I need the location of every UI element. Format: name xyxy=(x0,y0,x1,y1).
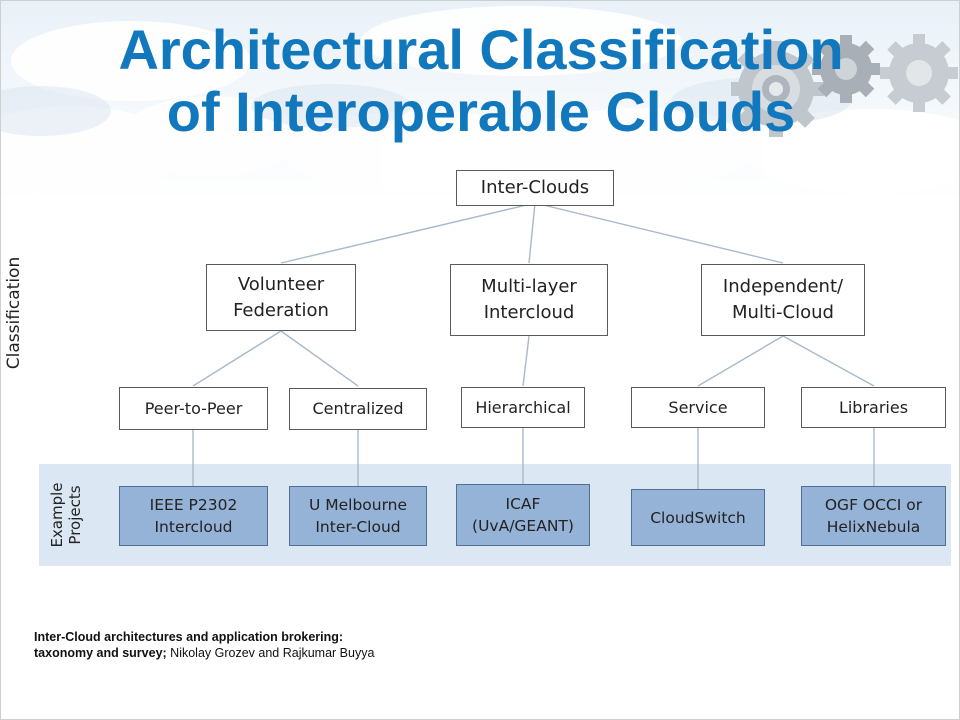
edge-root-multilayer xyxy=(528,202,536,264)
project-icaf: ICAF (UvA/GEANT) xyxy=(456,484,590,546)
node-peer-to-peer: Peer-to-Peer xyxy=(119,387,268,430)
edge-root-independent xyxy=(534,202,784,264)
citation-authors: Nikolay Grozev and Rajkumar Buyya xyxy=(166,646,375,660)
node-service: Service xyxy=(631,387,765,428)
classification-label: Classification xyxy=(4,256,24,370)
project-u-melbourne: U Melbourne Inter-Cloud xyxy=(289,486,427,546)
slide-title: Architectural Classification of Interope… xyxy=(1,18,959,143)
gears-icon xyxy=(731,34,958,137)
edge-independent-service xyxy=(697,335,784,387)
citation: Inter-Cloud architectures and applicatio… xyxy=(34,629,734,661)
node-multi-layer-intercloud: Multi-layer Intercloud xyxy=(450,264,608,336)
edge-multilayer-hierarchical xyxy=(522,335,530,387)
node-independent-multi-cloud: Independent/ Multi-Cloud xyxy=(701,264,865,336)
edge-independent-libraries xyxy=(782,335,875,387)
edge-volunteer-p2p xyxy=(192,330,282,387)
node-centralized: Centralized xyxy=(289,388,427,430)
title-line-1: Architectural Classification xyxy=(118,18,844,81)
edge-volunteer-centralized xyxy=(280,330,359,387)
node-hierarchical: Hierarchical xyxy=(461,387,585,428)
node-inter-clouds: Inter-Clouds xyxy=(456,170,614,206)
citation-title: Inter-Cloud architectures and applicatio… xyxy=(34,630,344,660)
project-ogf-occi: OGF OCCI or HelixNebula xyxy=(801,486,946,546)
edge-root-volunteer xyxy=(280,202,536,264)
example-projects-label: Example Projects xyxy=(48,482,84,548)
title-line-2: of Interoperable Clouds xyxy=(166,80,796,143)
node-volunteer-federation: Volunteer Federation xyxy=(206,264,356,331)
project-ieee-p2302: IEEE P2302 Intercloud xyxy=(119,486,268,546)
node-libraries: Libraries xyxy=(801,387,946,428)
project-cloudswitch: CloudSwitch xyxy=(631,489,765,546)
